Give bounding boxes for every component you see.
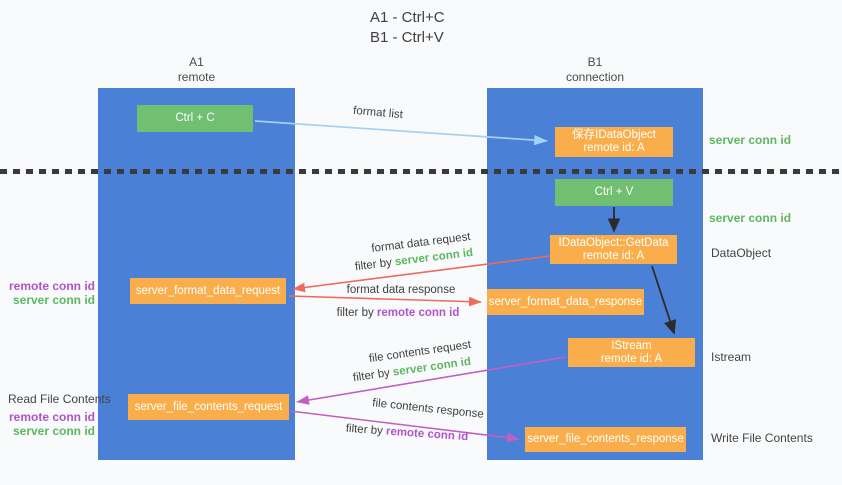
side-label-write-file-contents: Write File Contents bbox=[711, 431, 813, 445]
lane-b1-role: connection bbox=[565, 70, 625, 84]
side-label-read-file-contents: Read File Contents bbox=[8, 392, 111, 406]
node-ctrl-c: Ctrl + C bbox=[137, 105, 253, 132]
lane-a1-role: remote bbox=[177, 70, 216, 84]
filter-by-text: filter by bbox=[354, 256, 396, 274]
edge-label-file-contents-response: file contents response bbox=[371, 397, 485, 421]
filter-by-text: filter by bbox=[345, 422, 387, 438]
server-format-data-request-label: server_format_data_request bbox=[135, 284, 281, 297]
edge-label-format-data-response: format data response bbox=[346, 284, 456, 296]
server-conn-id-label: server conn id bbox=[12, 424, 95, 438]
ctrl-v-label: Ctrl + V bbox=[594, 186, 634, 198]
session-divider-line bbox=[0, 169, 842, 174]
title-line-1: A1 - Ctrl+C bbox=[370, 9, 445, 26]
diagram-title: A1 - Ctrl+C B1 - Ctrl+V bbox=[370, 8, 445, 48]
istream-line1: IStream bbox=[611, 339, 652, 352]
remote-conn-id-text: remote conn id bbox=[385, 425, 469, 444]
server-file-contents-request-label: server_file_contents_request bbox=[134, 400, 283, 413]
lane-b1-name: B1 bbox=[587, 55, 603, 69]
node-idataobject-getdata: IDataObject::GetData remote id: A bbox=[550, 235, 677, 264]
side-label-istream: Istream bbox=[711, 350, 752, 364]
conn-id-pair-file: remote conn id server conn id bbox=[9, 410, 95, 438]
istream-line2: remote id: A bbox=[600, 352, 663, 365]
server-file-contents-response-label: server_file_contents_response bbox=[527, 433, 684, 445]
conn-id-pair-format: remote conn id server conn id bbox=[9, 279, 95, 307]
edge-label-filter-remote-1: filter by remote conn id bbox=[337, 307, 460, 319]
node-istream: IStream remote id: A bbox=[568, 338, 695, 367]
lane-a1-name: A1 bbox=[189, 55, 204, 69]
filter-by-text: filter by bbox=[336, 307, 377, 319]
lane-header-a1: A1 remote bbox=[98, 55, 295, 85]
ctrl-c-label: Ctrl + C bbox=[175, 112, 215, 124]
side-label-server-conn-id-mid: server conn id bbox=[709, 211, 792, 225]
filter-by-text: filter by bbox=[352, 366, 394, 385]
node-server-format-data-request: server_format_data_request bbox=[130, 278, 286, 304]
edge-label-format-list: format list bbox=[352, 104, 404, 122]
remote-conn-id-label: remote conn id bbox=[8, 410, 95, 424]
node-server-file-contents-request: server_file_contents_request bbox=[128, 394, 289, 420]
format-data-response-arrow bbox=[288, 295, 482, 307]
node-server-file-contents-response: server_file_contents_response bbox=[525, 427, 686, 452]
getdata-line1: IDataObject::GetData bbox=[558, 236, 669, 249]
node-server-format-data-response: server_format_data_response bbox=[487, 289, 644, 315]
side-label-dataobject: DataObject bbox=[711, 246, 772, 260]
side-label-server-conn-id-top: server conn id bbox=[709, 133, 792, 147]
save-dataobject-line2: remote id: A bbox=[583, 142, 645, 154]
edge-label-filter-remote-2: filter by remote conn id bbox=[345, 423, 468, 444]
getdata-line2: remote id: A bbox=[582, 249, 645, 262]
save-dataobject-line1: 保存IDataObject bbox=[572, 129, 656, 141]
title-line-2: B1 - Ctrl+V bbox=[370, 29, 444, 46]
server-conn-id-label: server conn id bbox=[12, 293, 95, 307]
node-save-dataobject: 保存IDataObject remote id: A bbox=[555, 127, 673, 157]
lane-header-b1: B1 connection bbox=[487, 55, 703, 85]
remote-conn-id-text: remote conn id bbox=[376, 307, 460, 319]
remote-conn-id-label: remote conn id bbox=[8, 279, 95, 293]
server-format-data-response-label: server_format_data_response bbox=[488, 295, 643, 308]
node-ctrl-v: Ctrl + V bbox=[555, 179, 673, 206]
